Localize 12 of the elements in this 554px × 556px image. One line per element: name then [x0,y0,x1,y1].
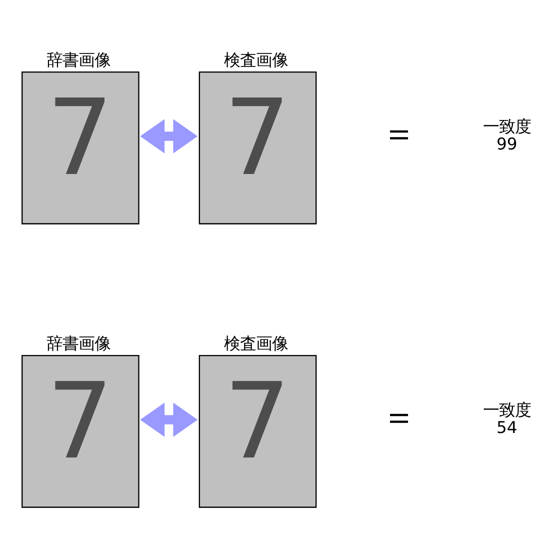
node-label: 検査画像 [224,50,288,70]
node-label: 辞書画像 [46,334,111,353]
label: 99 [496,134,518,154]
label: 54 [496,418,518,437]
label: 一致度 [482,116,531,136]
arrow [140,119,198,154]
label: 一致度 [482,400,531,420]
node-label: 検査画像 [224,334,288,353]
label: ＝ [381,398,416,438]
node-label: 辞書画像 [46,50,111,70]
arrow [140,402,198,437]
label: ＝ [381,114,416,154]
